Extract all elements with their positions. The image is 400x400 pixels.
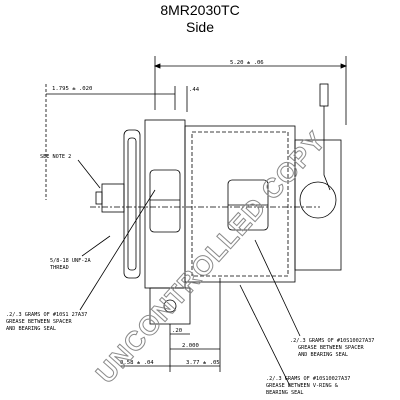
note-grease-bottom-line1: .2/.3 GRAMS OF #10S10027A37	[266, 376, 350, 382]
dim-bottom-gap: .20	[172, 328, 182, 334]
dim-lower-right: 3.77 ± .05	[186, 360, 220, 366]
rear-housing	[294, 139, 342, 271]
dim-small-offset: .44	[189, 87, 200, 93]
note-grease-left-line1: .2/.3 GRAMS OF #10S1 27A37	[6, 312, 87, 318]
note-grease-right-line2: GREASE BETWEEN SPACER	[298, 345, 364, 351]
note-grease-bottom-line2: GREASE BETWEEN V-RING &	[266, 383, 339, 389]
leader-thread	[81, 235, 111, 257]
mounting-hole	[163, 299, 177, 313]
dim-lower-left: 0.58 ± .04	[120, 360, 154, 366]
note-grease-left-line3: AND BEARING SEAL	[6, 326, 56, 332]
rotor-hidden-outline	[191, 131, 289, 277]
note-thread-line1: 5/8-18 UNF-2A	[50, 258, 91, 264]
drawing-title: 8MR2030TC	[160, 2, 240, 18]
note-grease-left-line2: GREASE BETWEEN SPACER	[6, 319, 72, 325]
pulley-nut	[101, 183, 125, 213]
note-thread-line2: THREAD	[50, 265, 69, 271]
arrowhead	[153, 63, 161, 69]
note-grease-bottom-line3: BEARING SEAL	[266, 390, 303, 396]
arrowhead	[340, 63, 348, 69]
dim-center-span: 2.000	[182, 343, 199, 349]
pulley-inner	[127, 137, 137, 271]
dim-overall-length: 5.20 ± .06	[230, 60, 264, 66]
leader-grease-bottom	[239, 284, 291, 387]
dim-hub-offset: 1.795 ± .020	[52, 86, 92, 92]
note-grease-right-line3: AND BEARING SEAL	[298, 352, 348, 358]
shaft-tip	[95, 191, 103, 205]
rear-cover-circle	[299, 181, 337, 219]
leader-grease-left	[79, 189, 156, 311]
terminal-lead	[323, 106, 331, 191]
note-see-note: SEE NOTE 2	[40, 154, 71, 160]
note-grease-right-line1: .2/.3 GRAMS OF #10S10027A37	[290, 338, 374, 344]
front-housing	[144, 119, 186, 289]
view-label: Side	[185, 19, 215, 35]
leader-see-note	[77, 159, 101, 189]
front-bearing	[149, 169, 181, 233]
leader-grease-right	[254, 239, 301, 337]
terminal-plug	[319, 83, 329, 107]
pulley-outline	[123, 129, 141, 279]
